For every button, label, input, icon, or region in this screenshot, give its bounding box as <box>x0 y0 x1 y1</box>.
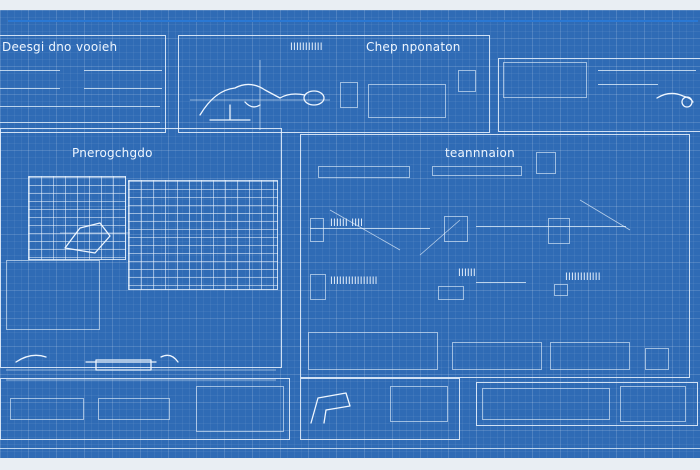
panel-top-left-title: Deesgi dno <box>2 40 72 54</box>
grid-area-small <box>28 176 126 260</box>
bottom-sketch-box <box>620 386 686 422</box>
divider <box>84 88 162 89</box>
input-sketch-box <box>368 84 446 118</box>
hatched-strip <box>308 332 438 370</box>
bottom-sketch-box <box>390 386 448 422</box>
panel-top-middle <box>178 35 490 133</box>
panel-bottom-middle <box>300 378 460 440</box>
bottom-line <box>0 448 700 449</box>
slot-sketch <box>432 166 522 176</box>
panel-top-right <box>498 58 700 132</box>
mug-sketch <box>536 152 556 174</box>
slot-sketch <box>318 166 410 178</box>
row-line <box>476 282 526 283</box>
panel-top-left <box>0 35 166 133</box>
panel-bottom-right <box>476 382 698 426</box>
divider <box>0 70 60 71</box>
widget-sketch <box>310 218 324 242</box>
callout-lines <box>329 199 631 256</box>
bottom-sketch-box <box>10 398 84 420</box>
panel-left-middle <box>0 128 282 368</box>
gear-sketch-icon <box>656 92 694 108</box>
row-label-a: llllll llll <box>330 218 364 229</box>
row-line <box>476 226 626 227</box>
widget-sketch <box>554 284 568 296</box>
small-sketch-box <box>340 82 358 108</box>
bracket-sketch-icon <box>60 222 130 254</box>
divider <box>84 70 162 71</box>
mechanism-sketch-icon <box>190 60 330 130</box>
lower-sketch-lines <box>6 354 276 381</box>
panel-center-middle-title: teannnaion <box>445 146 515 160</box>
divider <box>0 122 160 123</box>
panel-top-left-subtitle: vooieh <box>76 40 118 54</box>
hatched-strip <box>452 342 542 370</box>
row-label-c: llllll <box>458 268 476 279</box>
panel-bottom-left <box>0 378 290 440</box>
hatched-strip <box>550 342 630 370</box>
bottom-sketch-box <box>482 388 610 420</box>
panel-top-middle-label-b: Chep nponaton <box>366 40 461 54</box>
blueprint-sheet: Deesgi dno vooieh lllllllllll Chep npona… <box>0 10 700 458</box>
divider <box>598 84 658 85</box>
chair-sketch-icon <box>310 392 351 424</box>
widget-sketch <box>444 216 468 242</box>
divider <box>0 106 160 107</box>
text-field-sketch <box>503 62 587 98</box>
panel-center-middle <box>300 134 690 378</box>
bottom-sketch-box <box>98 398 170 420</box>
bottom-sketch-box <box>196 386 284 432</box>
small-sketch-box <box>458 70 476 92</box>
widget-sketch <box>438 286 464 300</box>
grid-area-large <box>128 180 278 290</box>
row-label-b: llllllllllllllll <box>330 276 378 287</box>
row-line <box>310 228 430 229</box>
top-border-line <box>8 20 698 22</box>
divider <box>598 70 696 71</box>
panel-top-middle-label-a: lllllllllll <box>290 42 323 53</box>
row-label-d: llllllllllll <box>565 272 601 283</box>
detail-box <box>6 260 100 330</box>
divider <box>0 88 60 89</box>
panel-left-middle-title: Pnerogchgdo <box>72 146 153 160</box>
widget-sketch <box>310 274 326 300</box>
control-box <box>645 348 669 370</box>
clamp-sketch <box>548 218 570 244</box>
